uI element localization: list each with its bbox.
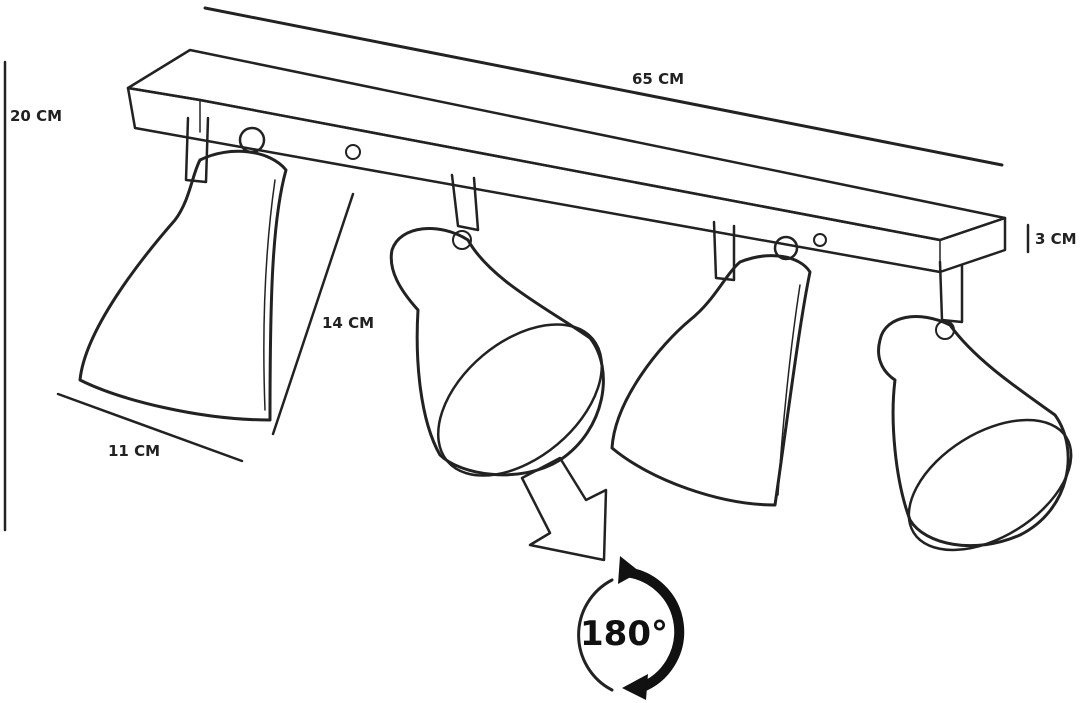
dimension-shade-diameter-label: 11 CM	[108, 442, 160, 460]
dimension-height-label: 20 CM	[10, 107, 62, 125]
rotation-arrowhead-bottom-icon	[622, 674, 648, 700]
rotation-indicator: 180°	[577, 556, 685, 700]
spotlight-4	[877, 260, 1073, 552]
screw-icon	[813, 233, 827, 247]
rotation-direction-arrow-icon	[520, 456, 608, 562]
rotation-arrowhead-top-icon	[618, 556, 640, 584]
dimension-shade-length: 14 CM	[271, 192, 374, 436]
dimension-shade-length-label: 14 CM	[322, 314, 374, 332]
dimension-base-thickness: 3 CM	[1026, 223, 1077, 254]
dimension-length-label: 65 CM	[632, 70, 684, 88]
dimension-length: 65 CM	[203, 6, 1004, 167]
screw-icon	[345, 144, 361, 160]
dimension-shade-diameter: 11 CM	[56, 392, 244, 463]
ceiling-base-plate	[126, 48, 1007, 274]
spotlight-1	[78, 116, 288, 422]
dimension-height: 20 CM	[3, 60, 62, 532]
dimension-base-thickness-label: 3 CM	[1035, 230, 1077, 248]
rotation-label: 180°	[580, 614, 668, 654]
spotlight-3	[610, 220, 812, 507]
spotlight-2	[389, 173, 605, 477]
